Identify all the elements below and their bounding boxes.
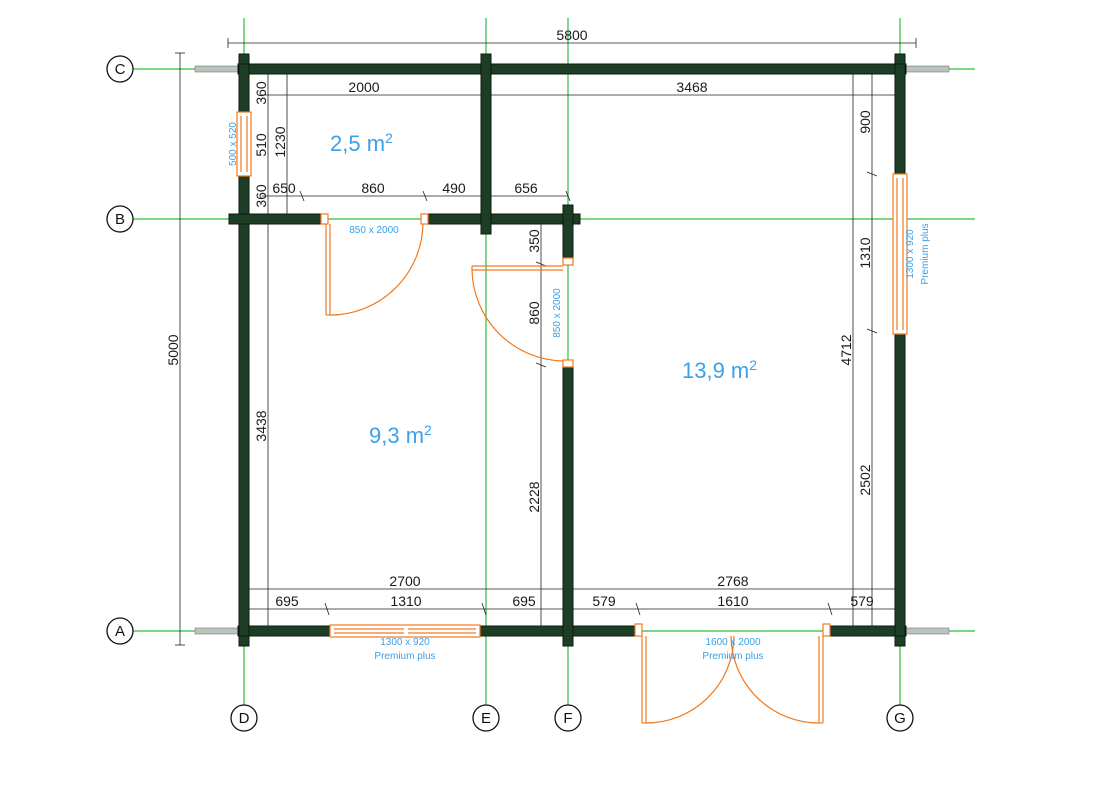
dim-total-depth: 5000 — [165, 334, 181, 365]
axis-label-d: D — [239, 710, 250, 727]
dim-b-490: 490 — [442, 180, 466, 196]
dim-v-1310: 1310 — [857, 237, 873, 268]
axis-bubble-f — [554, 704, 582, 732]
wall-f-2 — [562, 364, 574, 647]
door-f-jamb-top — [562, 257, 574, 266]
dim-a-579-1: 579 — [592, 593, 616, 609]
dim-b-650: 650 — [272, 180, 296, 196]
log-end-c-left — [194, 65, 242, 73]
label-window-left: 500 x 520 — [228, 122, 239, 166]
wall-b-2 — [427, 213, 581, 225]
door-bottom-jamb-left — [634, 623, 643, 637]
axis-label-f: F — [563, 710, 572, 727]
label-window-bottom: 1300 x 920 — [380, 637, 430, 648]
axis-bubble-d — [230, 704, 258, 732]
door-bottom-jamb-right — [822, 623, 831, 637]
label-window-right-type: Premium plus — [920, 223, 931, 284]
wall-d-2 — [238, 175, 250, 637]
opening-labels: 850 x 2000 850 x 2000 500 x 520 1300 x 9… — [228, 122, 931, 662]
label-door-bottom-type: Premium plus — [702, 651, 763, 662]
door-b-jamb-right — [420, 213, 429, 225]
dim-v-350: 350 — [526, 229, 542, 253]
room-area-right: 13,9 m2 — [682, 357, 757, 383]
window-bottom — [329, 624, 481, 638]
axis-bubble-c — [106, 55, 134, 83]
label-window-bottom-type: Premium plus — [374, 651, 435, 662]
dim-v-360-2: 360 — [253, 184, 269, 208]
wall-b-1 — [228, 213, 322, 225]
wall-g-2 — [894, 332, 906, 637]
dim-v-860: 860 — [526, 301, 542, 325]
dim-a-695-1: 695 — [275, 593, 299, 609]
wall-post-ga — [894, 635, 906, 647]
dim-a-579-2: 579 — [850, 593, 874, 609]
wall-c — [237, 63, 907, 75]
window-left — [236, 111, 252, 177]
wall-e — [480, 53, 492, 235]
dim-b-860: 860 — [361, 180, 385, 196]
axis-label-e: E — [481, 710, 491, 727]
wall-post-gc — [894, 53, 906, 65]
dim-bottom-right: 2768 — [717, 573, 748, 589]
dim-v-2228: 2228 — [526, 481, 542, 512]
axis-label-b: B — [115, 211, 125, 228]
dim-v-2502: 2502 — [857, 464, 873, 495]
door-bottom-swing-left — [645, 635, 735, 724]
label-window-right: 1300 x 920 — [905, 229, 916, 279]
dim-v-360-1: 360 — [253, 81, 269, 105]
door-f-swing — [471, 269, 564, 362]
log-end-c-right — [902, 65, 950, 73]
label-door-bottom: 1600 x 2000 — [705, 637, 760, 648]
dim-v-900: 900 — [857, 110, 873, 134]
dimension-texts: 5800 2000 3468 650 860 490 656 2700 2768… — [272, 27, 874, 609]
dim-v-1230: 1230 — [272, 126, 288, 157]
wall-a-2 — [479, 625, 639, 637]
openings — [236, 111, 908, 724]
dim-v-4712: 4712 — [838, 334, 854, 365]
dim-total-width: 5800 — [556, 27, 587, 43]
axis-label-g: G — [894, 710, 906, 727]
axis-bubble-g — [886, 704, 914, 732]
room-area-left: 9,3 m2 — [369, 422, 432, 448]
label-door-b: 850 x 2000 — [349, 225, 399, 236]
dim-v-3438: 3438 — [253, 410, 269, 441]
wall-g-1 — [894, 63, 906, 177]
wall-a-3 — [825, 625, 907, 637]
wall-post-dc — [238, 53, 250, 65]
dim-b-656: 656 — [514, 180, 538, 196]
log-end-a-right — [902, 627, 950, 635]
dim-bottom-left: 2700 — [389, 573, 420, 589]
axis-bubble-e — [472, 704, 500, 732]
label-door-f: 850 x 2000 — [552, 288, 563, 338]
axis-bubble-a — [106, 617, 134, 645]
dimension-texts-vertical: 5000 360 510 360 1230 3438 350 860 2228 … — [165, 81, 873, 512]
axis-markers: C B A D E F G — [106, 55, 914, 732]
dim-v-510: 510 — [253, 133, 269, 157]
room-areas: 2,5 m2 9,3 m2 13,9 m2 — [330, 130, 757, 448]
axis-bubble-b — [106, 205, 134, 233]
door-bottom-swing-right — [730, 635, 820, 724]
door-b-jamb-left — [320, 213, 329, 225]
room-area-small: 2,5 m2 — [330, 130, 393, 156]
dim-top-right: 3468 — [676, 79, 707, 95]
dim-a-695-2: 695 — [512, 593, 536, 609]
dim-a-1310: 1310 — [390, 593, 421, 609]
door-f-jamb-bottom — [562, 359, 574, 368]
log-end-a-left — [194, 627, 242, 635]
wall-a-1 — [237, 625, 331, 637]
dim-a-1610: 1610 — [717, 593, 748, 609]
axis-label-a: A — [115, 623, 125, 640]
axis-label-c: C — [115, 61, 126, 78]
dim-top-left: 2000 — [348, 79, 379, 95]
wall-f-1 — [562, 204, 574, 266]
wall-d-1 — [238, 63, 250, 113]
wall-post-da — [238, 635, 250, 647]
door-b-swing — [329, 223, 424, 316]
